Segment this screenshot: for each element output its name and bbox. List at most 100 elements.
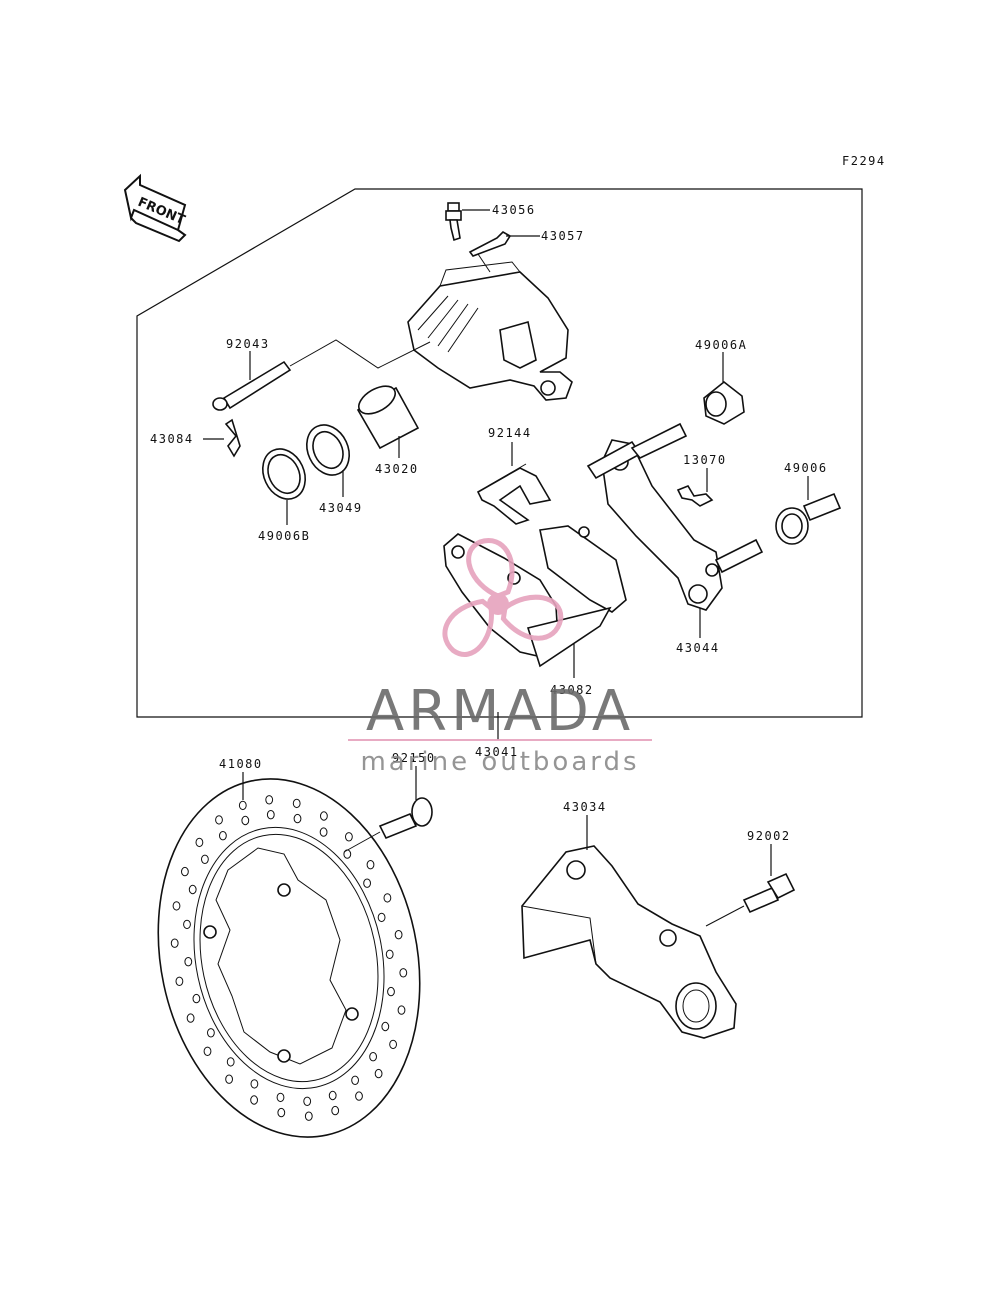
part-number-92150: 92150 xyxy=(392,751,436,765)
assembly-boundary xyxy=(136,188,863,718)
propeller-logo xyxy=(442,538,564,657)
disc-hole xyxy=(266,810,275,820)
disc-hole xyxy=(363,878,372,888)
disc-hole xyxy=(172,901,181,911)
disc-hole xyxy=(186,1013,195,1023)
propeller-blade xyxy=(466,538,515,599)
disc-hole xyxy=(226,1057,235,1067)
part-labels: 43056 43057 92043 49006A 43084 92144 13070 4900… xyxy=(150,203,828,843)
disc-hole xyxy=(241,815,250,826)
leader-pin-to-caliper xyxy=(289,339,431,369)
disc-hole xyxy=(303,1096,312,1107)
part-number-49006b: 49006B xyxy=(258,529,310,543)
leader-cap-to-caliper xyxy=(477,253,491,273)
disc-hole xyxy=(293,813,302,824)
disc-hole xyxy=(175,976,184,986)
disc-hole xyxy=(207,1028,215,1038)
disc-hole xyxy=(250,1095,259,1105)
bolt-92150 xyxy=(378,797,433,840)
part-number-43057: 43057 xyxy=(541,229,585,243)
disc-hole xyxy=(381,1021,390,1032)
seal-49006B xyxy=(262,448,306,500)
disc-hole xyxy=(320,811,328,821)
holder-43044 xyxy=(586,422,764,611)
disc-hole xyxy=(369,1052,378,1062)
leader-bolt-to-disc xyxy=(343,831,381,853)
disc-hole xyxy=(183,919,191,930)
pin-92043 xyxy=(212,360,292,411)
part-number-43034: 43034 xyxy=(563,800,607,814)
part-number-49006a: 49006A xyxy=(695,338,747,352)
disc-hole xyxy=(181,866,189,877)
disc-hole xyxy=(304,1111,313,1121)
disc-hole xyxy=(277,1107,286,1118)
seal-43049 xyxy=(306,424,350,476)
disc-hole xyxy=(276,1092,285,1103)
disc-hole xyxy=(374,1068,383,1079)
propeller-hub xyxy=(487,593,509,615)
disc-hole xyxy=(319,827,328,837)
part-number-43020: 43020 xyxy=(375,462,419,476)
part-number-43044: 43044 xyxy=(676,641,720,655)
disc-hole xyxy=(203,1046,212,1057)
boot-49006A xyxy=(703,380,745,425)
disc-hole xyxy=(219,831,227,841)
part-number-43084: 43084 xyxy=(150,432,194,446)
part-number-43056: 43056 xyxy=(492,203,536,217)
propeller-blade xyxy=(500,594,564,641)
disc-hole xyxy=(292,798,301,809)
disc-hole xyxy=(331,1105,340,1116)
disc-hole xyxy=(250,1079,259,1089)
part-number-92043: 92043 xyxy=(226,337,270,351)
part-number-43041: 43041 xyxy=(475,745,519,759)
spring-plate-13070 xyxy=(676,485,714,507)
spring-92144 xyxy=(476,463,552,525)
disc-hole xyxy=(351,1075,360,1086)
disc-hole xyxy=(170,938,179,948)
disc-hole xyxy=(184,957,193,967)
disc-hole xyxy=(383,893,392,903)
piston-43020 xyxy=(356,385,420,450)
disc-hole xyxy=(265,795,274,805)
disc-hole xyxy=(192,993,201,1004)
disc-hole xyxy=(355,1091,363,1101)
armada-watermark: ARMADA marine outboards xyxy=(348,538,652,777)
cap-43057 xyxy=(468,231,512,257)
disc-hole xyxy=(238,800,247,811)
disc-hole xyxy=(188,884,197,895)
disc-hole xyxy=(328,1090,337,1101)
disc-hole xyxy=(385,949,394,959)
disc-hole xyxy=(195,837,204,848)
caliper-body xyxy=(407,261,573,401)
disc-hole xyxy=(389,1039,398,1050)
disc-hole xyxy=(397,1005,406,1015)
watermark-title: ARMADA xyxy=(366,679,634,744)
clip-43084 xyxy=(224,418,241,458)
part-number-43082: 43082 xyxy=(550,683,594,697)
disc-hole xyxy=(377,912,386,923)
part-number-49006: 49006 xyxy=(784,461,828,475)
bracket-43034 xyxy=(521,845,737,1039)
disc-hole xyxy=(399,968,408,978)
disc-hole xyxy=(201,854,209,864)
propeller-blade xyxy=(442,598,494,657)
front-arrow-icon: FRONT xyxy=(123,173,187,243)
bolt-49006 xyxy=(775,492,842,545)
leader-bolt-to-bracket xyxy=(705,905,745,927)
disc-hole xyxy=(215,815,223,825)
watermark-subtitle: marine outboards xyxy=(360,747,639,777)
disc-hole xyxy=(387,986,395,997)
bleeder-valve-43056 xyxy=(445,202,462,242)
figure-code: F2294 xyxy=(842,154,886,168)
disc-hole xyxy=(345,832,353,842)
part-number-92144: 92144 xyxy=(488,426,532,440)
bolt-92002 xyxy=(742,872,796,914)
disc-hole xyxy=(225,1074,234,1084)
part-number-41080: 41080 xyxy=(219,757,263,771)
part-number-13070: 13070 xyxy=(683,453,727,467)
disc-hole xyxy=(366,860,375,870)
disc-hole xyxy=(394,930,403,940)
part-number-92002: 92002 xyxy=(747,829,791,843)
part-number-43049: 43049 xyxy=(319,501,363,515)
